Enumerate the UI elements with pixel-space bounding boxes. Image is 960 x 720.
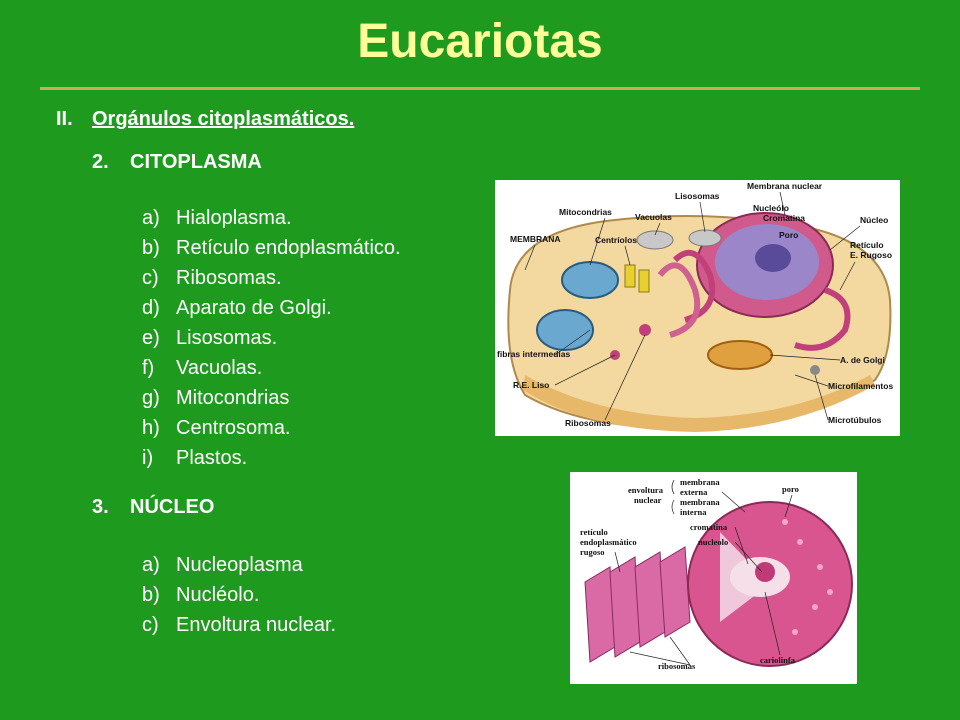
list-item: d)Aparato de Golgi. bbox=[142, 297, 332, 319]
nucleus-diagram: envoltura nuclear membrana externa membr… bbox=[570, 472, 857, 684]
label-microtubulos: Microtúbulos bbox=[828, 415, 882, 425]
label-cariolinfa: cariolinfa bbox=[760, 655, 796, 665]
citoplasma-list: a)Hialoplasma. b)Retículo endoplasmático… bbox=[142, 203, 401, 473]
list-item: a)Hialoplasma. bbox=[142, 207, 292, 229]
label-poro: poro bbox=[782, 484, 799, 494]
label-membrana-nuclear: Membrana nuclear bbox=[747, 181, 823, 191]
label-reticulo-1: retículo bbox=[580, 527, 608, 537]
nucleo-number: 3. bbox=[92, 496, 109, 518]
label-ribosomas: ribosomas bbox=[658, 661, 696, 671]
title-divider bbox=[40, 87, 920, 90]
label-poro: Poro bbox=[779, 230, 798, 240]
cell-illustration: Membrana nuclear Lisosomas Mitocondrias … bbox=[497, 181, 893, 432]
list-item: b)Retículo endoplasmático. bbox=[142, 237, 401, 259]
list-item: f)Vacuolas. bbox=[142, 357, 263, 379]
label-envoltura-2: nuclear bbox=[634, 495, 662, 505]
label-ribosomas: Ribosomas bbox=[565, 418, 611, 428]
label-fibras: fibras intermedias bbox=[497, 349, 570, 359]
nucleo-list: a)Nucleoplasma b)Nucléolo. c)Envoltura n… bbox=[142, 550, 336, 640]
section-heading: II. Orgánulos citoplasmáticos. bbox=[56, 108, 354, 131]
label-microfilamentos: Microfilamentos bbox=[828, 381, 893, 391]
label-membrana-2: externa bbox=[680, 487, 708, 497]
citoplasma-heading: 2. CITOPLASMA bbox=[92, 151, 262, 174]
nucleo-title: NÚCLEO bbox=[130, 496, 215, 518]
label-reticulo-2: endoplasmático bbox=[580, 537, 637, 547]
label-vacuolas: Vacuolas bbox=[635, 212, 672, 222]
label-reticulo-1: Retículo bbox=[850, 240, 884, 250]
label-membrana-4: interna bbox=[680, 507, 707, 517]
nucleus-illustration: envoltura nuclear membrana externa membr… bbox=[580, 477, 853, 671]
list-item: c)Envoltura nuclear. bbox=[142, 614, 337, 636]
section-label: Orgánulos citoplasmáticos. bbox=[92, 108, 355, 130]
label-re-liso: R.E. Liso bbox=[513, 380, 549, 390]
nucleo-heading: 3. NÚCLEO bbox=[92, 496, 214, 519]
label-nucleolo: nucleolo bbox=[698, 537, 728, 547]
list-item: b)Nucléolo. bbox=[142, 584, 260, 606]
label-golgi: A. de Golgi bbox=[840, 355, 885, 365]
label-reticulo-2: E. Rugoso bbox=[850, 250, 892, 260]
label-membrana: MEMBRANA bbox=[510, 234, 561, 244]
slide-title: Eucariotas bbox=[357, 15, 603, 68]
label-centriolos: Centríolos bbox=[595, 235, 637, 245]
list-item: a)Nucleoplasma bbox=[142, 554, 303, 576]
list-item: g)Mitocondrias bbox=[142, 387, 290, 409]
list-item: i)Plastos. bbox=[142, 447, 248, 469]
label-nucleo: Núcleo bbox=[860, 215, 888, 225]
label-cromatina: Cromatina bbox=[763, 213, 805, 223]
citoplasma-number: 2. bbox=[92, 151, 109, 173]
label-nucleolo: Nucleólo bbox=[753, 203, 789, 213]
label-membrana-3: membrana bbox=[680, 497, 720, 507]
label-cromatina: cromatina bbox=[690, 522, 728, 532]
list-item: e)Lisosomas. bbox=[142, 327, 278, 349]
list-item: c)Ribosomas. bbox=[142, 267, 282, 289]
cell-diagram: Membrana nuclear Lisosomas Mitocondrias … bbox=[495, 180, 900, 436]
citoplasma-title: CITOPLASMA bbox=[130, 151, 262, 173]
label-lisosomas: Lisosomas bbox=[675, 191, 720, 201]
list-item: h)Centrosoma. bbox=[142, 417, 291, 439]
label-mitocondrias: Mitocondrias bbox=[559, 207, 612, 217]
label-envoltura-1: envoltura bbox=[628, 485, 664, 495]
label-reticulo-3: rugoso bbox=[580, 547, 605, 557]
label-membrana-1: membrana bbox=[680, 477, 720, 487]
section-numeral: II. bbox=[56, 108, 73, 130]
